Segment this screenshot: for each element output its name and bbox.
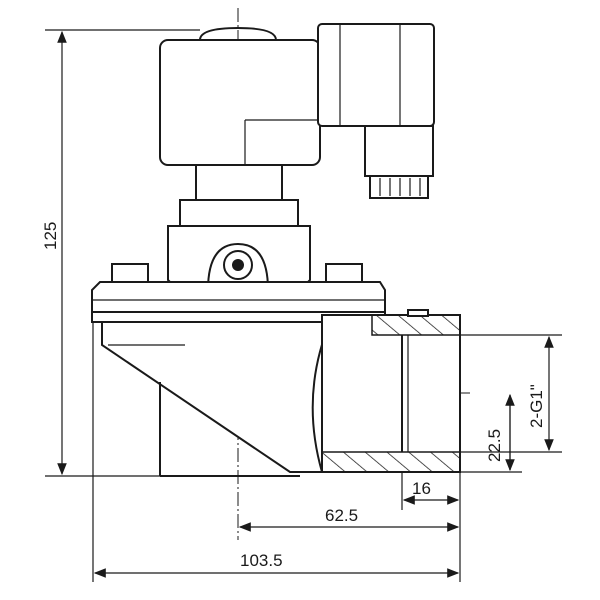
valve-bonnet bbox=[167, 225, 311, 291]
armature-tube bbox=[195, 164, 283, 202]
dimension-height: 125 bbox=[41, 29, 200, 477]
cable-gland bbox=[369, 175, 429, 199]
dimension-port-center: 22.5 bbox=[460, 393, 522, 473]
connector-plug bbox=[317, 23, 435, 199]
port-center-label: 22.5 bbox=[485, 429, 504, 462]
center-to-outlet-label: 62.5 bbox=[325, 506, 358, 525]
dimension-overall-width: 103.5 bbox=[92, 322, 460, 582]
solenoid-coil bbox=[159, 26, 321, 166]
overall-width-label: 103.5 bbox=[240, 551, 283, 570]
height-label: 125 bbox=[41, 222, 60, 250]
dimension-port-thread: 2-G1" bbox=[460, 334, 562, 453]
dimension-thread-length: 16 bbox=[401, 472, 461, 582]
outlet-port bbox=[321, 309, 461, 473]
thread-length-label: 16 bbox=[412, 479, 431, 498]
hex-nut bbox=[179, 199, 299, 227]
dimension-center-to-outlet: 62.5 bbox=[238, 506, 460, 532]
port-thread-label: 2-G1" bbox=[527, 384, 546, 428]
valve-body bbox=[101, 321, 347, 477]
